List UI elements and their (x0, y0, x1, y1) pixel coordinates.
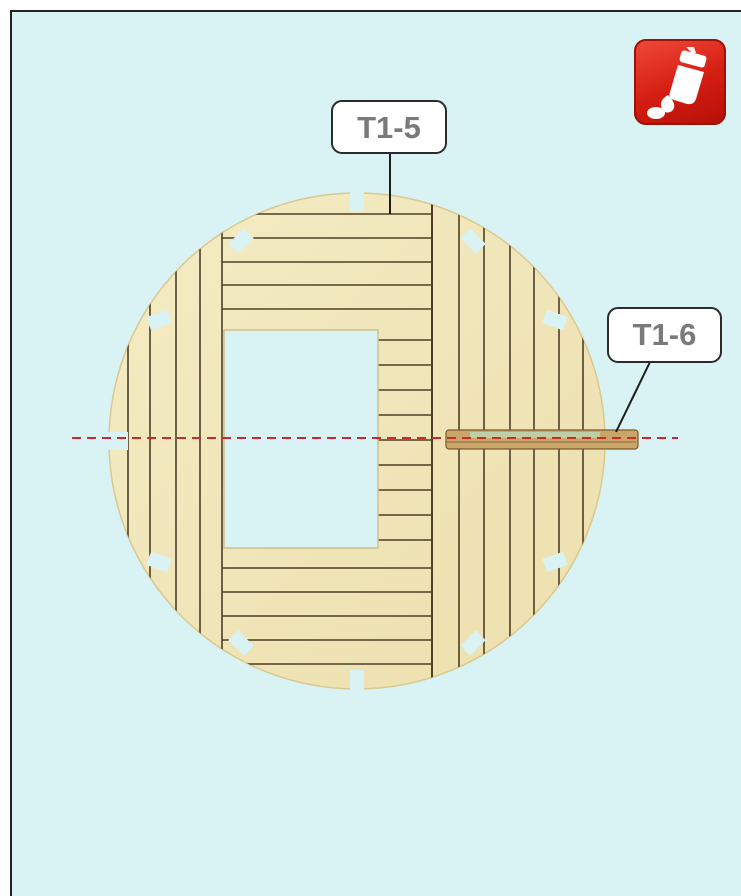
glue-bottle-icon (634, 39, 726, 125)
part-label-t1-6: T1-6 (607, 307, 722, 363)
wooden-strip-part (446, 430, 638, 449)
part-label-t1-5: T1-5 (331, 100, 447, 154)
leader-line-t1-6 (616, 362, 650, 432)
